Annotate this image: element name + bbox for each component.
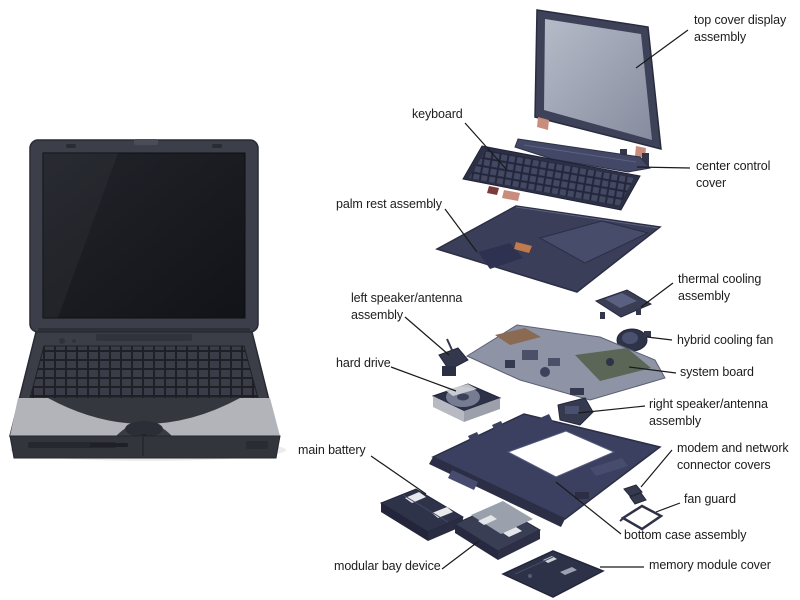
- leader-top-cover: [635, 29, 689, 69]
- part-memory-module-cover: [501, 550, 605, 598]
- lid-latch: [134, 139, 158, 145]
- leader-main-battery: [370, 455, 427, 495]
- palmrest-dark-arc: [48, 398, 240, 424]
- label-palm-rest-assembly: palm rest assembly: [336, 197, 442, 211]
- drive-slot-inner: [90, 443, 128, 447]
- label-memory-module-cover: memory module cover: [649, 558, 771, 572]
- power-button: [59, 338, 65, 344]
- label-modem-network-connector-covers: modem and network connector covers: [677, 441, 789, 472]
- leader-lines: [370, 29, 691, 570]
- part-bottom-case-assembly: [429, 413, 662, 527]
- leader-hard-drive: [390, 366, 457, 392]
- leader-right-speaker: [577, 405, 646, 414]
- part-thermal-cooling-assembly: [594, 289, 653, 319]
- leader-left-speaker: [404, 316, 450, 356]
- part-right-speaker-antenna-assembly: [557, 397, 594, 426]
- laptop-keyboard: [29, 345, 259, 399]
- part-keyboard: [462, 145, 641, 211]
- leader-palm-rest: [444, 208, 478, 253]
- leader-modem-covers: [640, 449, 673, 488]
- leader-hybrid-fan: [646, 336, 673, 341]
- part-hybrid-cooling-fan: [616, 328, 651, 352]
- leader-bottom-case: [555, 481, 622, 535]
- part-fan-guard: [619, 504, 664, 531]
- label-main-battery: main battery: [298, 443, 366, 457]
- label-top-cover-display-assembly: top cover display assembly: [694, 13, 787, 44]
- label-thermal-cooling-assembly: thermal cooling assembly: [678, 272, 762, 303]
- laptop-screen: [42, 152, 246, 319]
- leader-keyboard: [464, 122, 508, 171]
- part-center-control-cover: [514, 138, 651, 173]
- label-center-control-cover: center control cover: [696, 159, 771, 190]
- leader-center-control: [636, 166, 691, 169]
- leader-thermal: [640, 282, 674, 308]
- part-top-cover-display-assembly: [534, 9, 662, 166]
- laptop-front-edge: [9, 435, 281, 459]
- part-left-speaker-antenna-assembly: [438, 338, 469, 376]
- lid-bumper: [212, 144, 222, 148]
- part-modem-network-connector-covers: [623, 484, 647, 505]
- status-led: [72, 339, 76, 343]
- leader-fan-guard: [655, 502, 681, 513]
- part-main-battery: [379, 488, 465, 541]
- port-cover: [246, 441, 268, 449]
- part-palm-rest-assembly: [435, 205, 662, 293]
- lid-bumper: [66, 144, 76, 148]
- assembled-laptop-photo: [9, 139, 286, 461]
- label-fan-guard: fan guard: [684, 492, 736, 506]
- label-modular-bay-device: modular bay device: [334, 559, 441, 573]
- leader-modular-bay: [441, 540, 480, 570]
- label-hybrid-cooling-fan: hybrid cooling fan: [677, 333, 774, 347]
- part-hard-drive: [431, 383, 502, 422]
- label-left-speaker-antenna-assembly: left speaker/antenna assembly: [351, 291, 463, 322]
- leader-system-board: [628, 366, 677, 374]
- label-system-board: system board: [680, 365, 754, 379]
- label-right-speaker-antenna-assembly: right speaker/antenna assembly: [649, 397, 768, 428]
- label-keyboard: keyboard: [412, 107, 463, 121]
- part-modular-bay-device: [453, 501, 542, 560]
- part-system-board: [465, 324, 666, 401]
- label-hard-drive: hard drive: [336, 356, 391, 370]
- brand-strip: [96, 334, 192, 341]
- trackpad: [125, 421, 163, 437]
- label-bottom-case-assembly: bottom case assembly: [624, 528, 747, 542]
